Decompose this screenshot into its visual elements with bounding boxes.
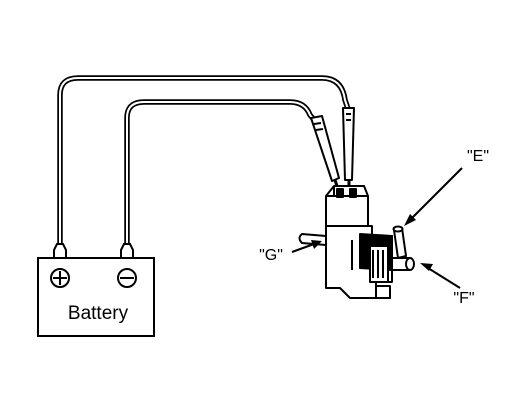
callout-g-arrow <box>291 243 315 253</box>
positive-symbol-ring <box>50 268 70 288</box>
callout-g-label: "G" <box>259 247 283 264</box>
positive-terminal <box>53 243 67 259</box>
callout-f-label: "F" <box>453 290 474 307</box>
negative-wire <box>124 99 319 253</box>
negative-lead-probe <box>310 115 340 182</box>
callout-arrows <box>291 167 463 289</box>
callout-f-arrow <box>427 267 461 289</box>
positive-lead-probe <box>342 107 355 181</box>
wires <box>57 75 352 253</box>
positive-wire-core <box>59 77 350 251</box>
valve-connector <box>325 185 369 227</box>
battery-case <box>37 257 155 337</box>
port-e <box>393 227 407 259</box>
callout-e-label: "E" <box>467 148 489 165</box>
battery: Battery <box>37 243 155 337</box>
negative-terminal <box>120 243 134 259</box>
callout-e-arrow <box>411 167 463 219</box>
battery-label: Battery <box>68 303 129 324</box>
solenoid-valve <box>298 185 415 299</box>
test-leads <box>310 107 355 193</box>
negative-wire-core <box>126 101 317 251</box>
negative-symbol-ring <box>117 268 137 288</box>
